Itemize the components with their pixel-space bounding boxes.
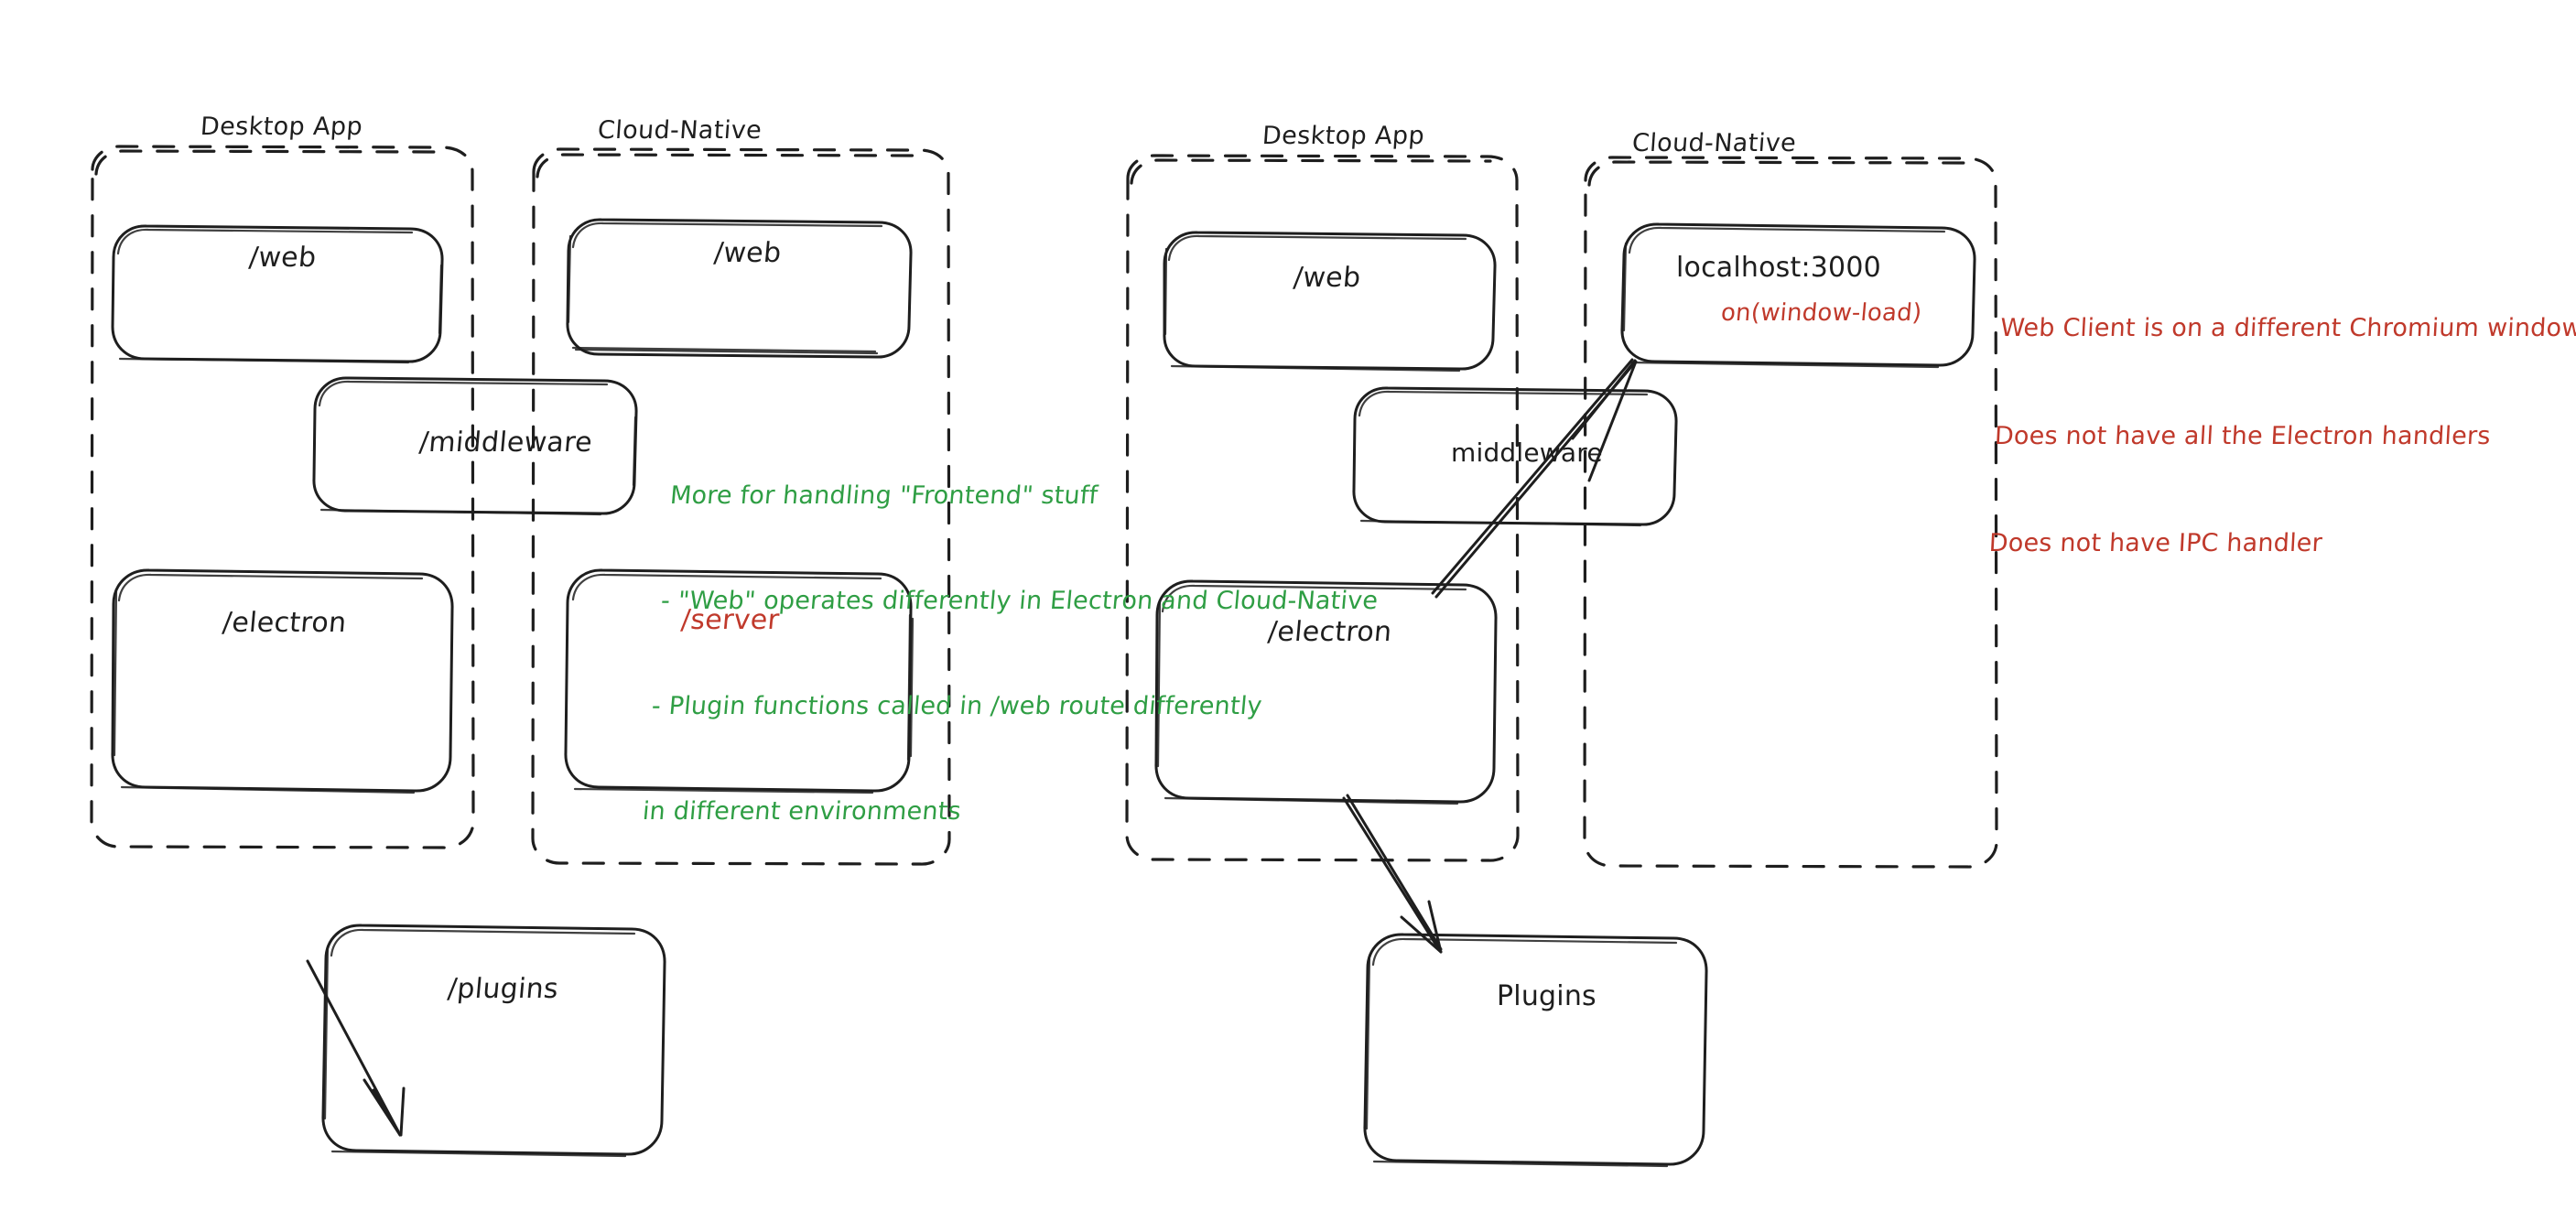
box-left-electron — [111, 568, 454, 794]
node-label-right-electron[interactable]: /electron — [1266, 616, 1393, 648]
group-title-left-cloud-native: Cloud-Native — [596, 116, 763, 145]
node-sublabel-right-localhost-onwindowload: on(window-load) — [1719, 299, 1923, 327]
group-title-left-desktop-app: Desktop App — [199, 113, 364, 141]
annotation-frontend-notes: More for handling "Frontend" stuff - "We… — [635, 408, 1395, 900]
box-left-plugins — [321, 924, 666, 1158]
arrow-right-electron-to-localhost — [1431, 358, 1638, 599]
annotation-line: - Plugin functions called in /web route … — [650, 691, 1264, 720]
node-label-left-electron[interactable]: /electron — [221, 607, 348, 639]
annotation-line: Web Client is on a different Chromium wi… — [1999, 314, 2576, 343]
annotation-line: - "Web" operates differently in Electron… — [659, 586, 1380, 615]
annotation-line: Does not have IPC handler — [1988, 529, 2323, 558]
annotation-web-client-notes: Web Client is on a different Chromium wi… — [1985, 239, 2576, 633]
node-label-right-web[interactable]: /web — [1292, 262, 1362, 294]
node-label-left-desktop-web[interactable]: /web — [247, 242, 318, 274]
annotation-line: More for handling "Frontend" stuff — [668, 481, 1099, 510]
node-label-left-middleware[interactable]: /middleware — [417, 427, 594, 459]
node-label-left-cloud-web[interactable]: /web — [712, 237, 783, 269]
node-label-right-middleware[interactable]: middleware — [1451, 438, 1603, 468]
box-right-localhost — [1620, 222, 1976, 369]
node-label-left-plugins[interactable]: /plugins — [446, 973, 560, 1005]
box-right-web — [1163, 231, 1497, 373]
arrow-left-electron-to-plugins — [306, 959, 406, 1137]
group-title-right-cloud-native: Cloud-Native — [1630, 129, 1798, 157]
annotation-line: in different environments — [641, 796, 963, 826]
box-right-plugins — [1363, 933, 1708, 1168]
node-label-right-localhost[interactable]: localhost:3000 — [1676, 252, 1881, 284]
group-title-right-desktop-app: Desktop App — [1261, 122, 1426, 150]
annotation-line: Does not have all the Electron handlers — [1994, 421, 2492, 450]
node-label-right-plugins[interactable]: Plugins — [1497, 980, 1596, 1012]
